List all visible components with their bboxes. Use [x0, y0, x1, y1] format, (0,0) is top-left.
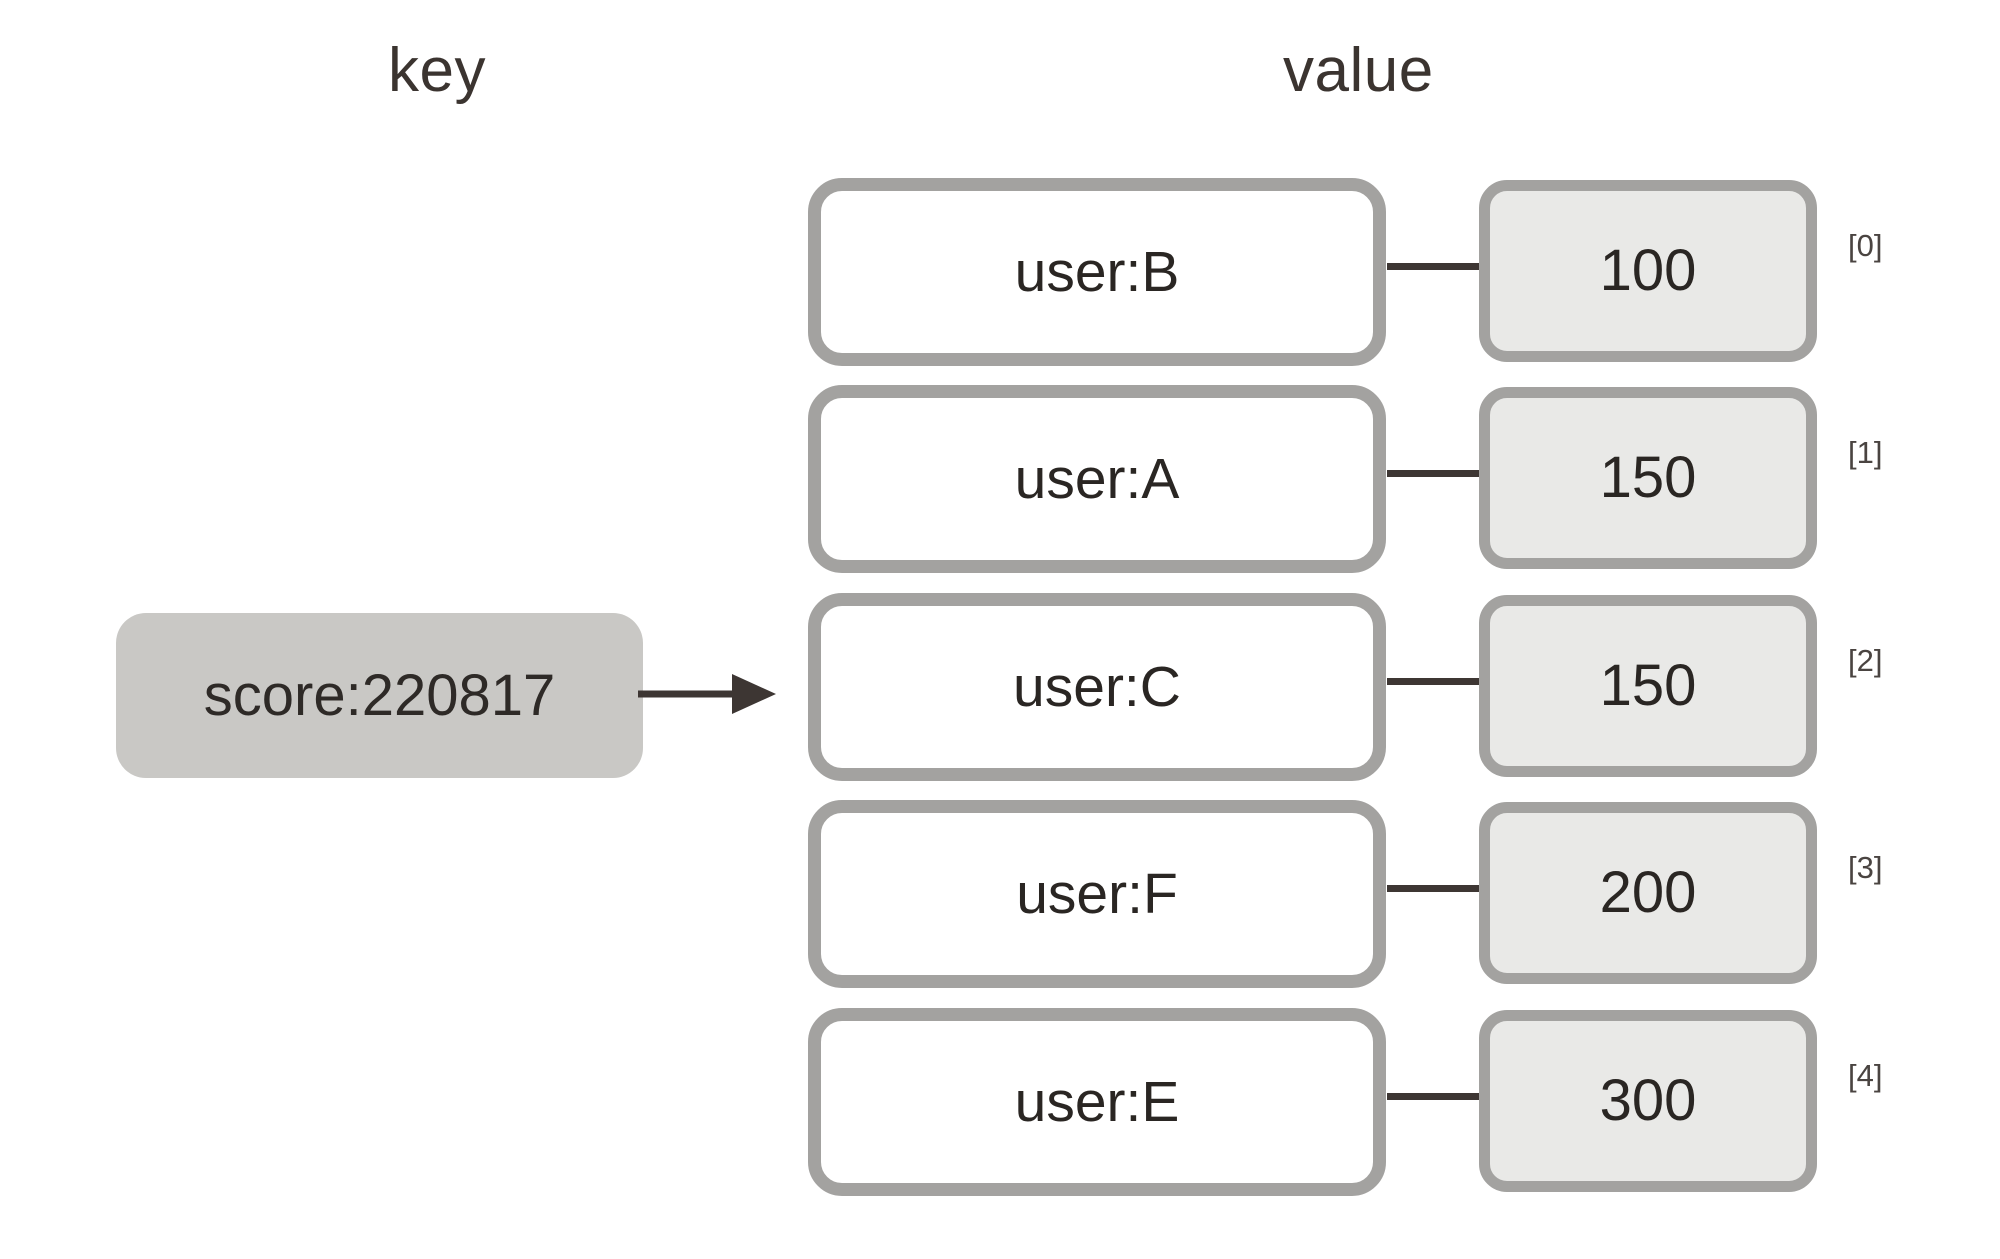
- row-index-label: [1]: [1848, 435, 1883, 470]
- score-label: 150: [1599, 653, 1697, 718]
- value-row: user:E 300 [4]: [0, 1008, 2000, 1198]
- member-box[interactable]: user:A: [808, 385, 1386, 573]
- member-label: user:E: [1014, 1069, 1180, 1134]
- member-box[interactable]: user:E: [808, 1008, 1386, 1196]
- score-box[interactable]: 100: [1479, 180, 1817, 362]
- member-score-connector: [1387, 470, 1479, 477]
- score-box[interactable]: 150: [1479, 595, 1817, 777]
- value-row: user:F 200 [3]: [0, 800, 2000, 990]
- column-heading-key: key: [388, 36, 486, 105]
- score-box[interactable]: 300: [1479, 1010, 1817, 1192]
- key-name-label: score:220817: [203, 662, 556, 728]
- row-index-label: [4]: [1848, 1058, 1883, 1093]
- member-box[interactable]: user:B: [808, 178, 1386, 366]
- right-arrow-icon: [638, 674, 776, 714]
- member-score-connector: [1387, 678, 1479, 685]
- member-score-connector: [1387, 1093, 1479, 1100]
- member-box[interactable]: user:F: [808, 800, 1386, 988]
- row-index-label: [3]: [1848, 850, 1883, 885]
- column-heading-value: value: [1283, 36, 1434, 105]
- row-index-label: [2]: [1848, 643, 1883, 678]
- value-row: user:B 100 [0]: [0, 178, 2000, 368]
- score-label: 200: [1599, 860, 1697, 925]
- row-index-label: [0]: [1848, 228, 1883, 263]
- member-label: user:B: [1014, 239, 1180, 304]
- key-pill: score:220817: [116, 613, 643, 778]
- value-row: user:C 150 [2]: [0, 593, 2000, 783]
- member-label: user:C: [1013, 654, 1181, 719]
- member-score-connector: [1387, 885, 1479, 892]
- score-label: 300: [1599, 1068, 1697, 1133]
- member-score-connector: [1387, 263, 1479, 270]
- score-label: 100: [1599, 238, 1697, 303]
- value-row: user:A 150 [1]: [0, 385, 2000, 575]
- score-box[interactable]: 150: [1479, 387, 1817, 569]
- member-label: user:F: [1016, 861, 1178, 926]
- score-box[interactable]: 200: [1479, 802, 1817, 984]
- member-box[interactable]: user:C: [808, 593, 1386, 781]
- score-label: 150: [1599, 445, 1697, 510]
- member-label: user:A: [1014, 446, 1180, 511]
